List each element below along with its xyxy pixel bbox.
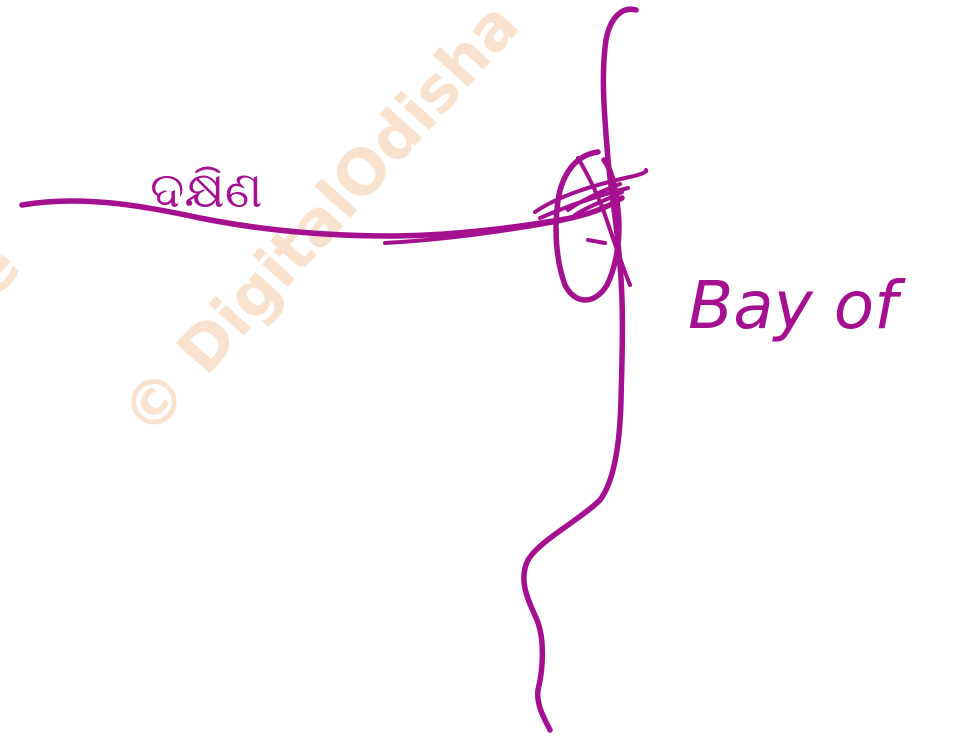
watermark-text: © DigitalOdisha (107, 0, 533, 450)
delta-hatch-5 (588, 240, 605, 243)
coastline (524, 9, 636, 730)
watermark: © DigitalOdisha e (0, 0, 533, 450)
river-label: ଦକ୍ଷିଣ (150, 161, 263, 219)
bay-label: Bay of (688, 267, 906, 344)
watermark-side-text: e (0, 230, 34, 310)
